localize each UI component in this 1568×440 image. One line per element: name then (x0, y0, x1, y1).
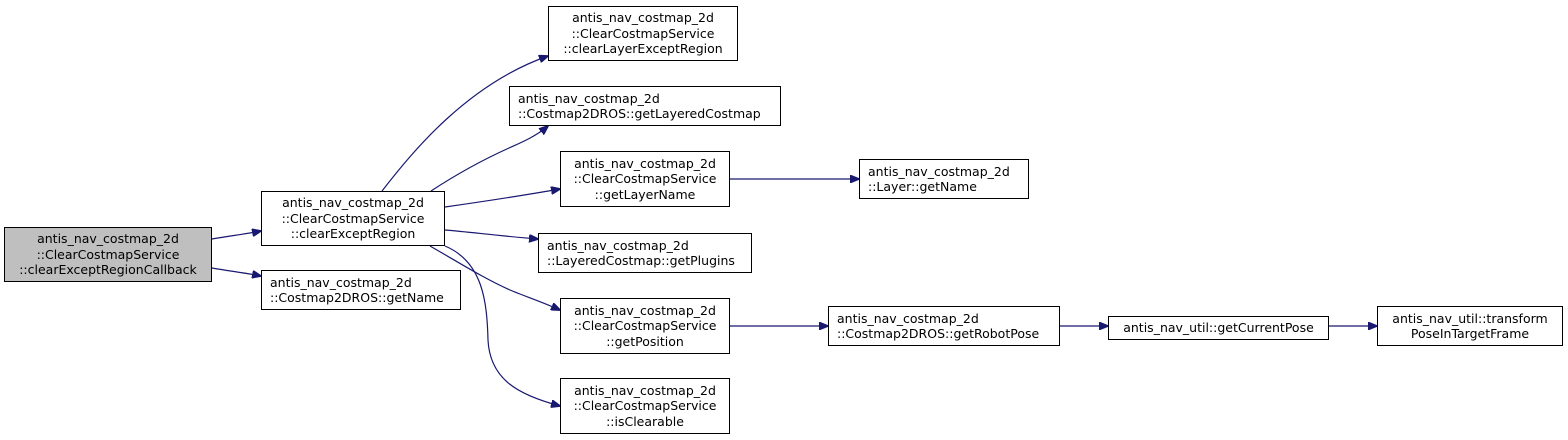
node-costmap2dros-getName[interactable]: antis_nav_costmap_2d::Costmap2DROS::getN… (261, 270, 461, 310)
node-label-line: antis_nav_costmap_2d (547, 237, 689, 253)
node-label-line: ::getLayerName (594, 186, 696, 202)
edge-clearExceptRegionCallback-to-clearExceptRegion (211, 231, 261, 240)
edge-clearExceptRegion-to-getLayerName (444, 189, 560, 208)
node-label-line: antis_nav_costmap_2d (270, 274, 412, 290)
node-label-line: antis_nav_costmap_2d (574, 382, 716, 398)
edge-clearExceptRegion-to-getPlugins (444, 229, 538, 239)
node-label-line: ::getPosition (606, 333, 684, 349)
node-label-line: ::ClearCostmapService (573, 171, 717, 187)
node-getCurrentPose[interactable]: antis_nav_util::getCurrentPose (1108, 316, 1329, 340)
node-label-line: antis_nav_costmap_2d (518, 90, 660, 106)
node-label-line: PoseInTargetFrame (1410, 326, 1530, 341)
edge-clearExceptRegion-to-getPosition (429, 245, 560, 310)
node-label-line: antis_nav_costmap_2d (37, 231, 179, 247)
node-clearExceptRegionCallback: antis_nav_costmap_2d::ClearCostmapServic… (4, 227, 212, 282)
node-label-line: ::clearExceptRegion (290, 226, 416, 242)
node-label-line: ::ClearCostmapService (281, 210, 425, 226)
node-label-line: ::ClearCostmapService (36, 246, 180, 262)
node-getLayerName[interactable]: antis_nav_costmap_2d::ClearCostmapServic… (560, 151, 730, 207)
node-label-line: ::ClearCostmapService (573, 398, 717, 414)
node-label-line: ::clearLayerExceptRegion (563, 41, 723, 57)
node-label-line: antis_nav_costmap_2d (574, 155, 716, 171)
node-getLayeredCostmap[interactable]: antis_nav_costmap_2d::Costmap2DROS::getL… (509, 86, 781, 126)
edge-clearExceptRegionCallback-to-costmap2dros-getName (211, 267, 261, 276)
node-layer-getName[interactable]: antis_nav_costmap_2d::Layer::getName (859, 159, 1029, 199)
node-label-line: antis_nav_util::getCurrentPose (1123, 320, 1314, 336)
edge-clearExceptRegion-to-getLayeredCostmap (430, 126, 548, 192)
node-getPlugins[interactable]: antis_nav_costmap_2d::LayeredCostmap::ge… (538, 233, 752, 273)
node-label-line: antis_nav_costmap_2d (282, 195, 424, 211)
node-label-line: antis_nav_util::transform (1392, 310, 1548, 326)
node-label-line: ::ClearCostmapService (571, 25, 715, 41)
node-isClearable[interactable]: antis_nav_costmap_2d::ClearCostmapServic… (560, 378, 730, 434)
edge-clearExceptRegion-to-clearLayerExceptRegion (381, 56, 548, 192)
node-clearExceptRegion[interactable]: antis_nav_costmap_2d::ClearCostmapServic… (261, 191, 445, 246)
node-label-line: ::Costmap2DROS::getName (270, 290, 444, 305)
node-label-line: ::clearExceptRegionCallback (19, 262, 197, 278)
node-label-line: ::Layer::getName (868, 179, 977, 194)
node-clearLayerExceptRegion[interactable]: antis_nav_costmap_2d::ClearCostmapServic… (548, 6, 738, 61)
node-getRobotPose[interactable]: antis_nav_costmap_2d::Costmap2DROS::getR… (828, 306, 1060, 346)
node-label-line: antis_nav_costmap_2d (868, 163, 1010, 179)
node-label-line: ::isClearable (606, 413, 684, 429)
node-label-line: ::Costmap2DROS::getLayeredCostmap (518, 106, 761, 121)
node-getPosition[interactable]: antis_nav_costmap_2d::ClearCostmapServic… (560, 298, 730, 354)
node-label-line: ::Costmap2DROS::getRobotPose (837, 326, 1040, 341)
node-label-line: antis_nav_costmap_2d (572, 10, 714, 26)
node-label-line: ::ClearCostmapService (573, 318, 717, 334)
edge-clearExceptRegion-to-isClearable (444, 245, 560, 406)
node-label-line: antis_nav_costmap_2d (837, 310, 979, 326)
node-label-line: antis_nav_costmap_2d (574, 302, 716, 318)
node-label-line: ::LayeredCostmap::getPlugins (547, 253, 735, 268)
